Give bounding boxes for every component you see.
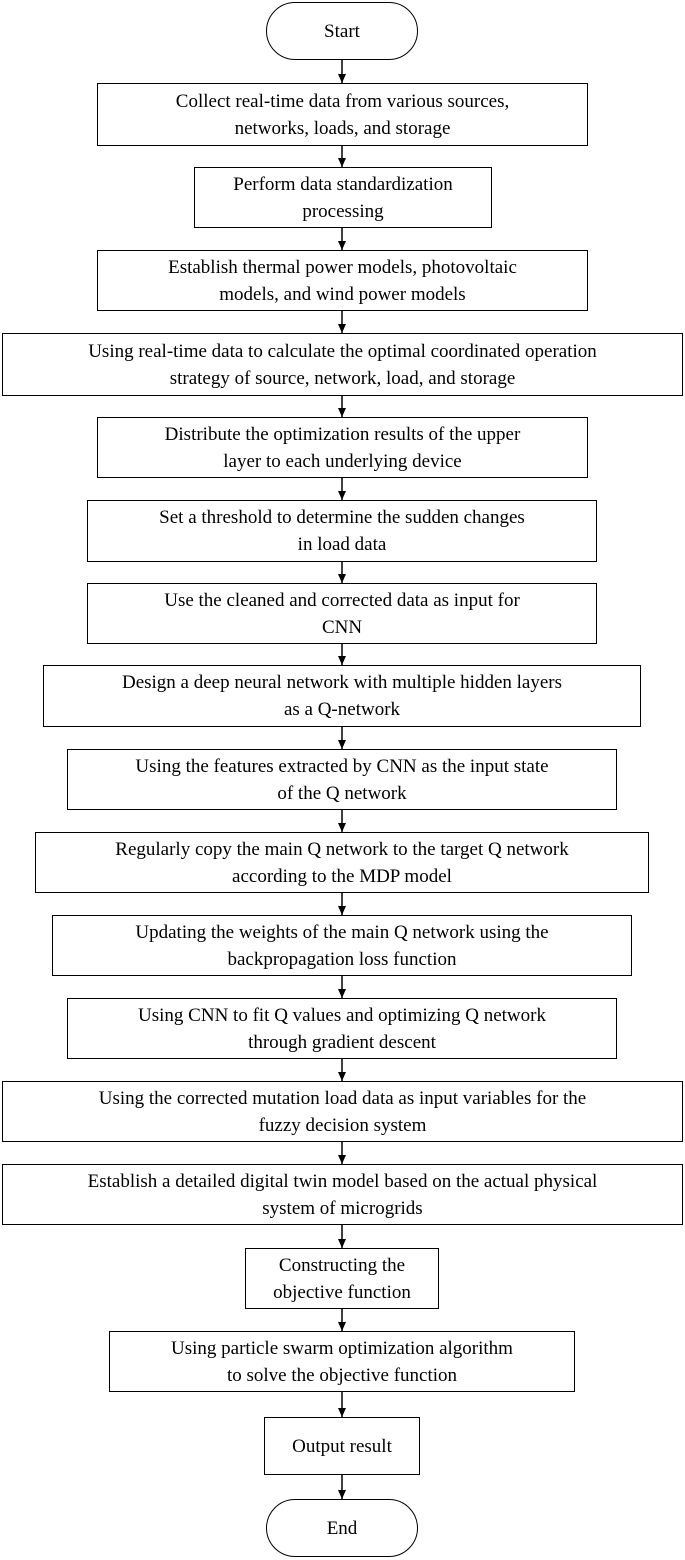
step-set-threshold: Set a threshold to determine the sudden … — [87, 500, 597, 562]
step-optimal-strategy: Using real-time data to calculate the op… — [2, 333, 683, 396]
step-output-result: Output result — [264, 1417, 420, 1475]
step-cnn-input: Use the cleaned and corrected data as in… — [87, 583, 597, 644]
step-establish-models: Establish thermal power models, photovol… — [97, 250, 588, 311]
step-distribute-results: Distribute the optimization results of t… — [97, 417, 588, 478]
step-standardization: Perform data standardization processing — [194, 167, 492, 228]
step-fuzzy-input: Using the corrected mutation load data a… — [2, 1081, 683, 1142]
step-update-weights: Updating the weights of the main Q netwo… — [52, 915, 632, 976]
step-objective-function: Constructing the objective function — [245, 1248, 439, 1309]
end-terminal: End — [266, 1499, 418, 1557]
step-pso-solve: Using particle swarm optimization algori… — [109, 1331, 575, 1392]
step-copy-q-network: Regularly copy the main Q network to the… — [35, 832, 649, 893]
step-digital-twin: Establish a detailed digital twin model … — [2, 1164, 683, 1225]
step-cnn-features: Using the features extracted by CNN as t… — [67, 749, 617, 810]
start-terminal: Start — [266, 2, 418, 60]
step-fit-q-values: Using CNN to fit Q values and optimizing… — [67, 998, 617, 1059]
step-design-q-network: Design a deep neural network with multip… — [43, 665, 641, 727]
step-collect-data: Collect real-time data from various sour… — [97, 83, 588, 146]
